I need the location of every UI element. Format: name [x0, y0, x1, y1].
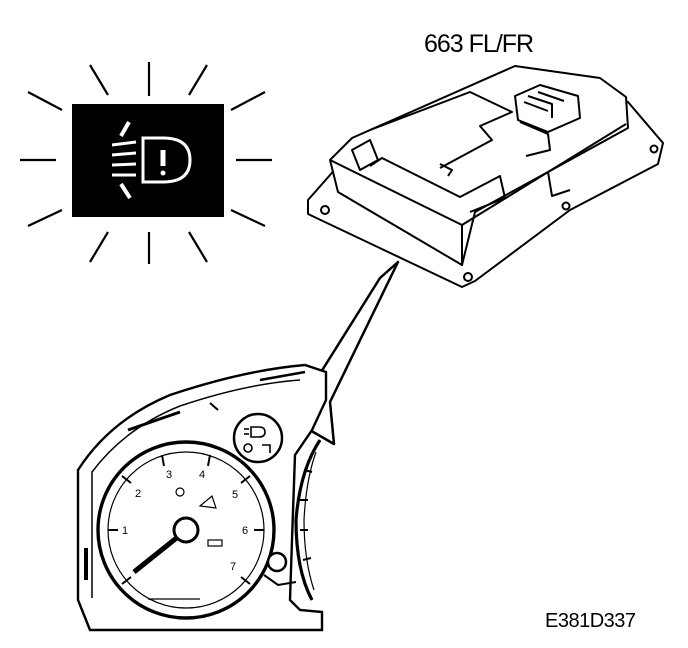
gauge-hub — [172, 516, 200, 544]
fog-light-warning-icon — [111, 121, 192, 200]
gauge-number-3: 3 — [166, 469, 172, 481]
lamp-rays — [20, 62, 272, 264]
lamp-box — [72, 104, 224, 217]
module-label: 663 FL/FR — [424, 30, 534, 58]
warning-lamp — [20, 62, 272, 264]
gauge-numbers: 1 2 3 4 5 6 7 — [122, 469, 248, 573]
figure-code: E381D337 — [545, 610, 636, 632]
gauge-number-4: 4 — [199, 469, 205, 481]
gauge-number-6: 6 — [242, 525, 248, 537]
tachometer-gauge-partial — [294, 439, 322, 601]
gauge-number-2: 2 — [135, 488, 141, 500]
indicator-pod — [232, 412, 284, 464]
gauge-number-7: 7 — [230, 561, 236, 573]
instrument-cluster: 1 2 3 4 5 6 7 — [76, 363, 328, 632]
gauge-ticks — [108, 454, 264, 585]
gauge-number-5: 5 — [232, 489, 238, 501]
gauge-number-1: 1 — [122, 525, 128, 537]
control-module — [307, 65, 664, 288]
